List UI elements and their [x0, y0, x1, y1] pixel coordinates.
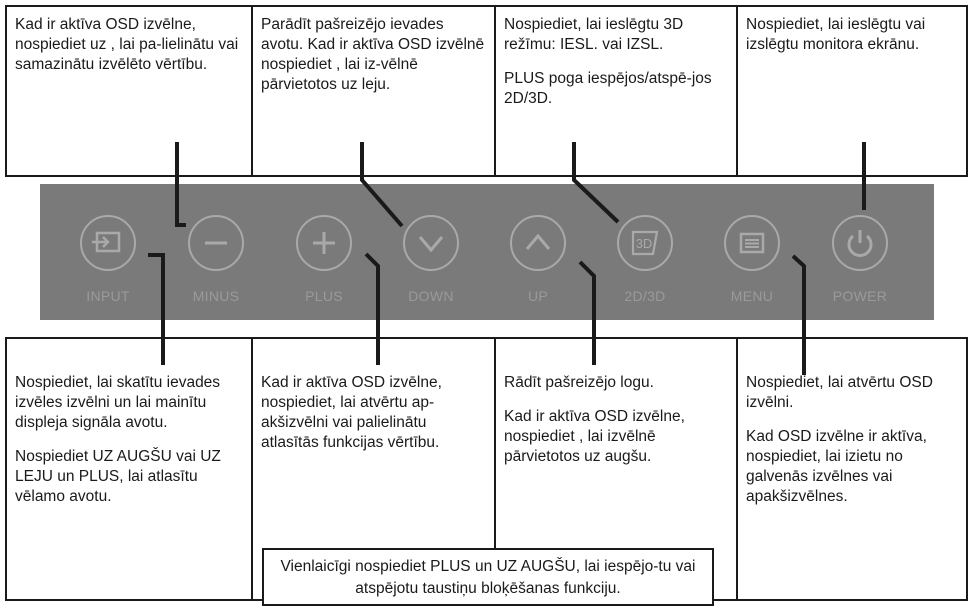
2d3d-button[interactable]: 3D: [617, 215, 673, 271]
input-button[interactable]: [80, 215, 136, 271]
input-icon: [92, 231, 121, 253]
power-label: POWER: [832, 288, 888, 304]
callout-text: Kad ir aktīva OSD izvēlne, nospiediet, l…: [261, 374, 442, 451]
callout-down: Parādīt pašreizējo ievades avotu. Kad ir…: [251, 5, 496, 177]
callout-menu: Nospiediet, lai atvērtu OSD izvēlni. Kad…: [736, 337, 968, 601]
callout-text: Nospiediet UZ AUGŠU vai UZ LEJU un PLUS,…: [15, 448, 221, 505]
callout-2d3d: Nospiediet, lai ieslēgtu 3D režīmu: IESL…: [494, 5, 738, 177]
plus-button[interactable]: [296, 215, 352, 271]
callout-text: Nospiediet, lai ieslēgtu 3D režīmu: IESL…: [504, 16, 684, 53]
control-panel: INPUT MINUS PLUS DOWN UP 3D 2D/3D: [40, 184, 934, 320]
callout-text: Nospiediet, lai ieslēgtu vai izslēgtu mo…: [746, 16, 926, 53]
power-icon: [847, 230, 873, 257]
chevron-up-icon: [525, 233, 551, 250]
callout-text: Kad OSD izvēlne ir aktīva, nospiediet, l…: [746, 428, 927, 505]
callout-input: Nospiediet, lai skatītu ievades izvēles …: [5, 337, 253, 601]
key-lock-note: Vienlaicīgi nospiediet PLUS un UZ AUGŠU,…: [262, 548, 714, 606]
menu-label: MENU: [730, 288, 774, 304]
callout-text: Nospiediet, lai skatītu ievades izvēles …: [15, 374, 221, 431]
up-button[interactable]: [510, 215, 566, 271]
power-button[interactable]: [832, 215, 888, 271]
callout-minus: Kad ir aktīva OSD izvēlne, nospiediet uz…: [5, 5, 253, 177]
callout-text: PLUS poga iespējos/atspē-jos 2D/3D.: [504, 70, 712, 107]
callout-text: Kad ir aktīva OSD izvēlne, nospiediet uz…: [15, 16, 239, 73]
input-label: INPUT: [86, 288, 130, 304]
callout-text: Kad ir aktīva OSD izvēlne, nospiediet , …: [504, 408, 685, 465]
plus-label: PLUS: [305, 288, 343, 304]
down-label: DOWN: [408, 288, 454, 304]
minus-label: MINUS: [192, 288, 240, 304]
svg-text:3D: 3D: [636, 236, 653, 251]
callout-text: Rādīt pašreizējo logu.: [504, 374, 654, 391]
callout-text: Nospiediet, lai atvērtu OSD izvēlni.: [746, 374, 933, 411]
down-button[interactable]: [403, 215, 459, 271]
menu-button[interactable]: [724, 215, 780, 271]
minus-button[interactable]: [188, 215, 244, 271]
callout-power: Nospiediet, lai ieslēgtu vai izslēgtu mo…: [736, 5, 968, 177]
chevron-down-icon: [418, 236, 444, 253]
callout-text: Parādīt pašreizējo ievades avotu. Kad ir…: [261, 16, 485, 93]
2d3d-label: 2D/3D: [624, 288, 666, 304]
minus-icon: [205, 241, 227, 245]
menu-icon: [739, 232, 765, 254]
3d-icon: 3D: [631, 230, 659, 256]
plus-icon: [313, 232, 335, 254]
up-label: UP: [527, 288, 549, 304]
